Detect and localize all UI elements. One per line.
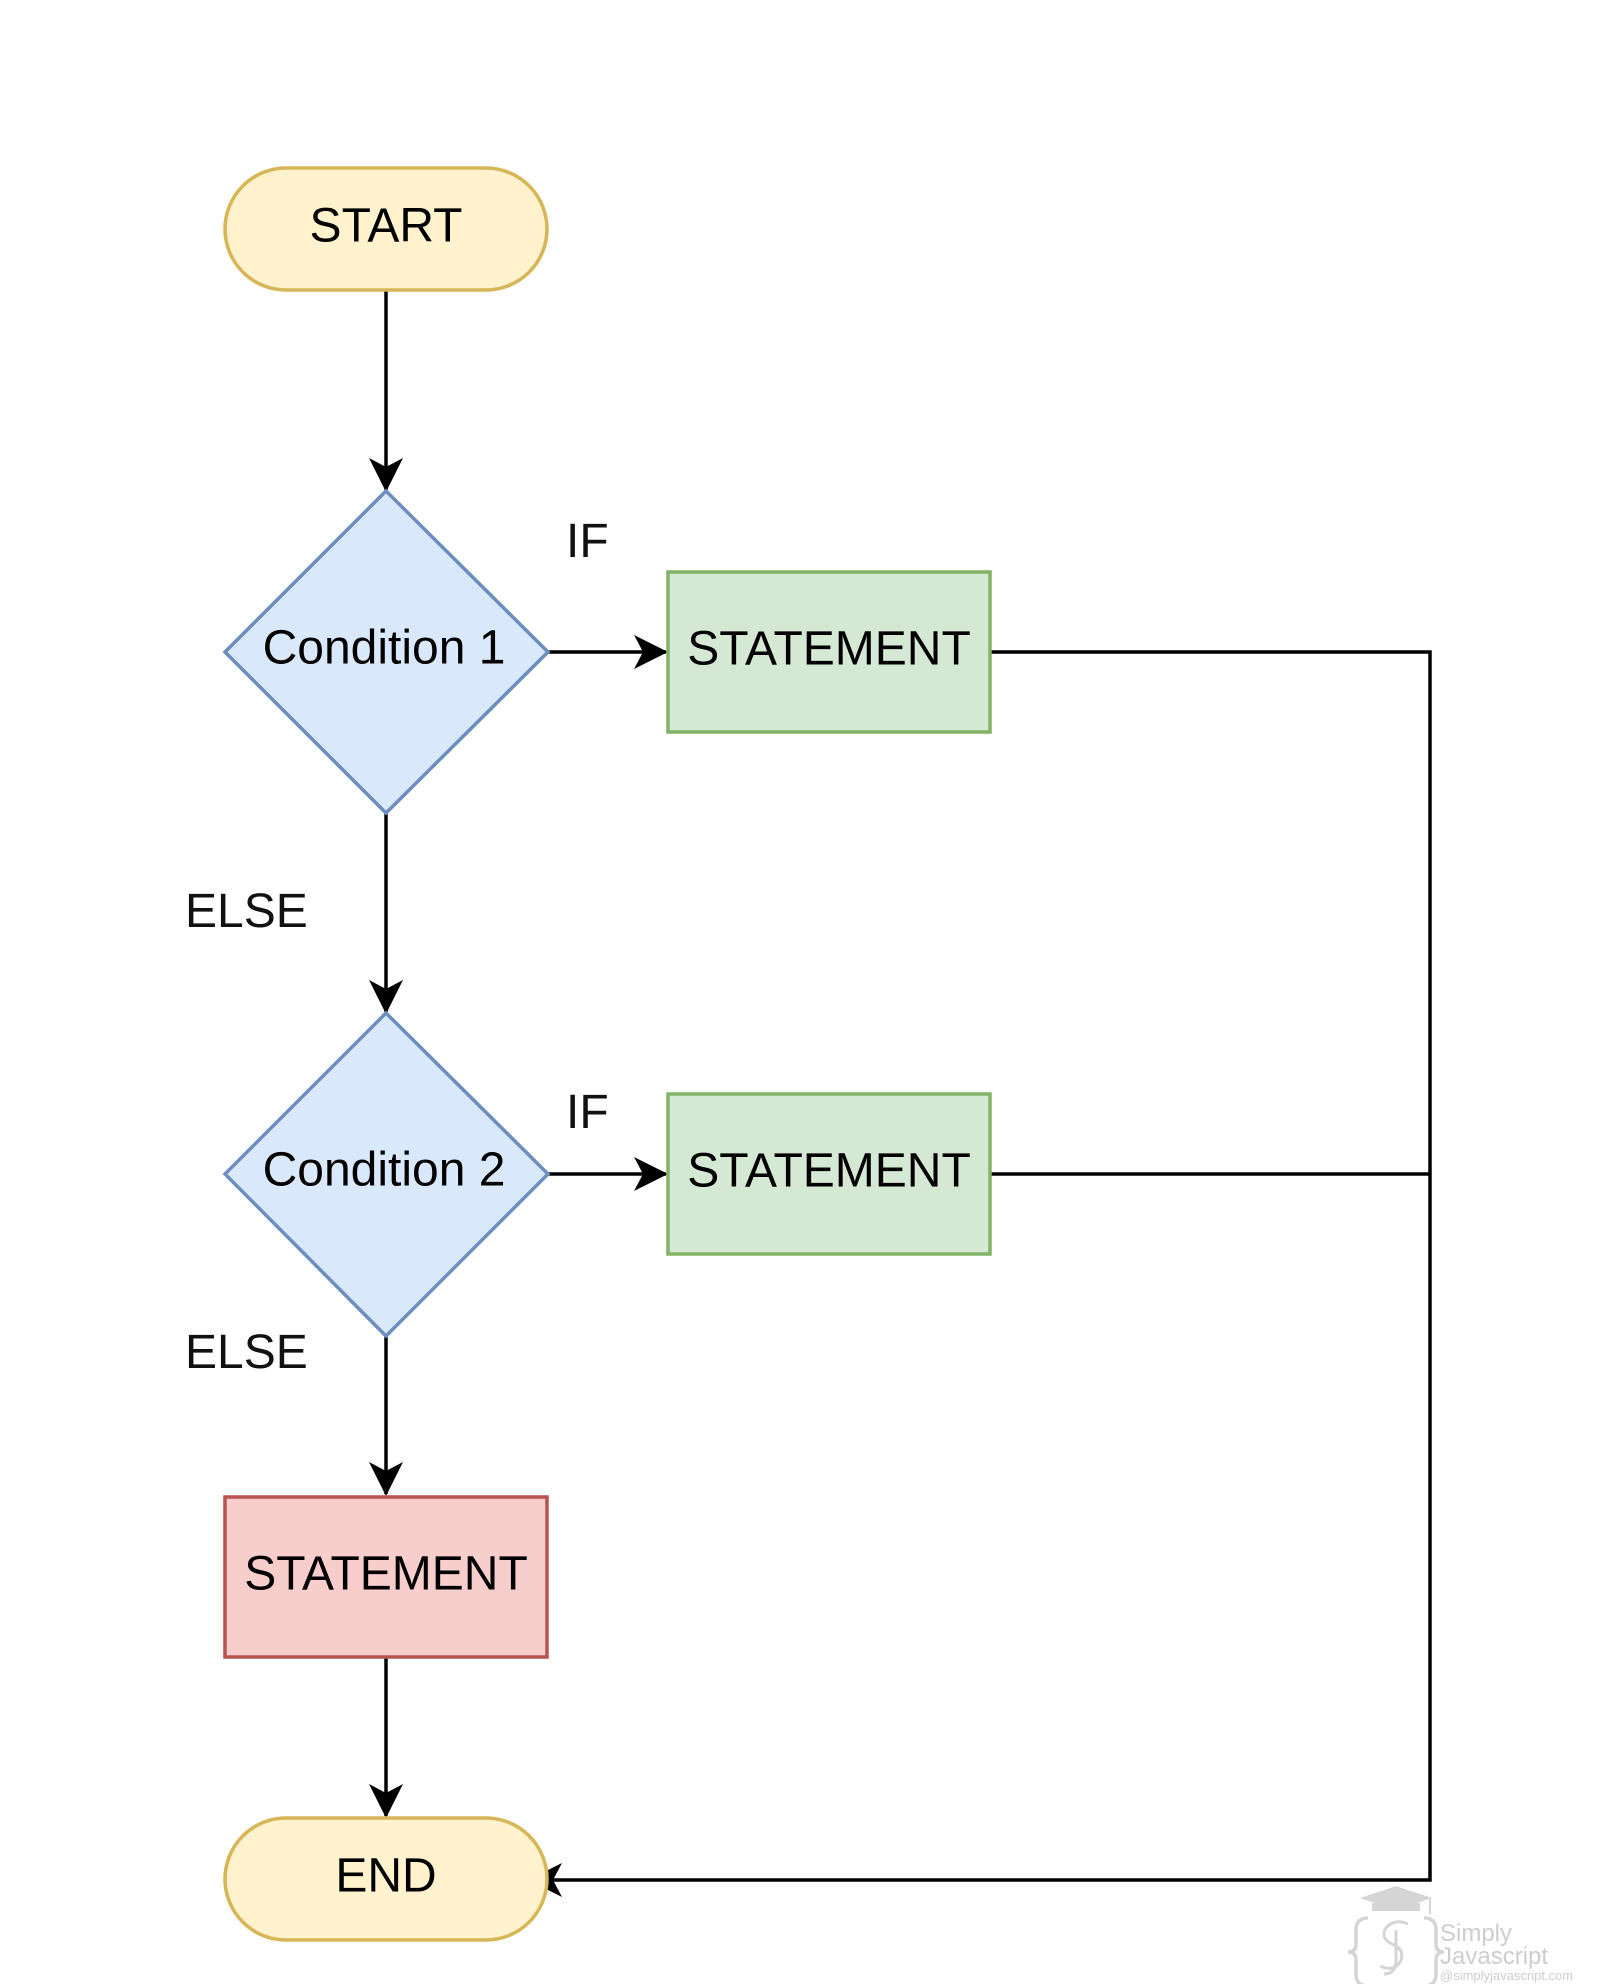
statement-if2-node: STATEMENT — [666, 1092, 992, 1256]
label-condition2-else: ELSE — [185, 1326, 308, 1379]
graduation-cap-braces-logo-icon — [1347, 1886, 1445, 1984]
label-condition2-if: IF — [566, 1086, 609, 1139]
statement-if2-shape — [666, 1092, 992, 1256]
condition1-node: Condition 1 — [222, 488, 551, 816]
condition2-shape — [222, 1010, 551, 1339]
watermark-brand-line1: Simply — [1440, 1920, 1512, 1947]
end-label: END — [335, 1850, 436, 1903]
watermark-handle: @simplyjavascript.com — [1440, 1968, 1573, 1983]
statement-else-label: STATEMENT — [244, 1548, 528, 1601]
watermark: Simply Javascript @simplyjavascript.com — [1347, 1886, 1573, 1984]
statement-if2-label: STATEMENT — [687, 1145, 971, 1198]
statement-if1-shape — [666, 570, 992, 734]
condition2-label: Condition 2 — [263, 1144, 506, 1197]
end-node: END — [223, 1816, 549, 1942]
condition2-node: Condition 2 — [222, 1010, 551, 1339]
label-condition1-if: IF — [566, 515, 609, 568]
edge-statement1-to-merge — [990, 650, 1432, 1174]
statement-else-node: STATEMENT — [223, 1495, 549, 1659]
start-node: START — [223, 166, 549, 292]
condition1-label: Condition 1 — [263, 622, 506, 675]
start-shape — [223, 166, 549, 292]
end-shape — [223, 1816, 549, 1942]
statement-else-shape — [223, 1495, 549, 1659]
watermark-brand-line2: Javascript — [1440, 1943, 1548, 1970]
condition1-shape — [222, 488, 551, 816]
label-condition1-else: ELSE — [185, 885, 308, 938]
statement-if1-node: STATEMENT — [666, 570, 992, 734]
statement-if1-label: STATEMENT — [687, 623, 971, 676]
start-label: START — [310, 200, 463, 253]
edge-merge-to-end — [528, 1174, 1432, 1897]
